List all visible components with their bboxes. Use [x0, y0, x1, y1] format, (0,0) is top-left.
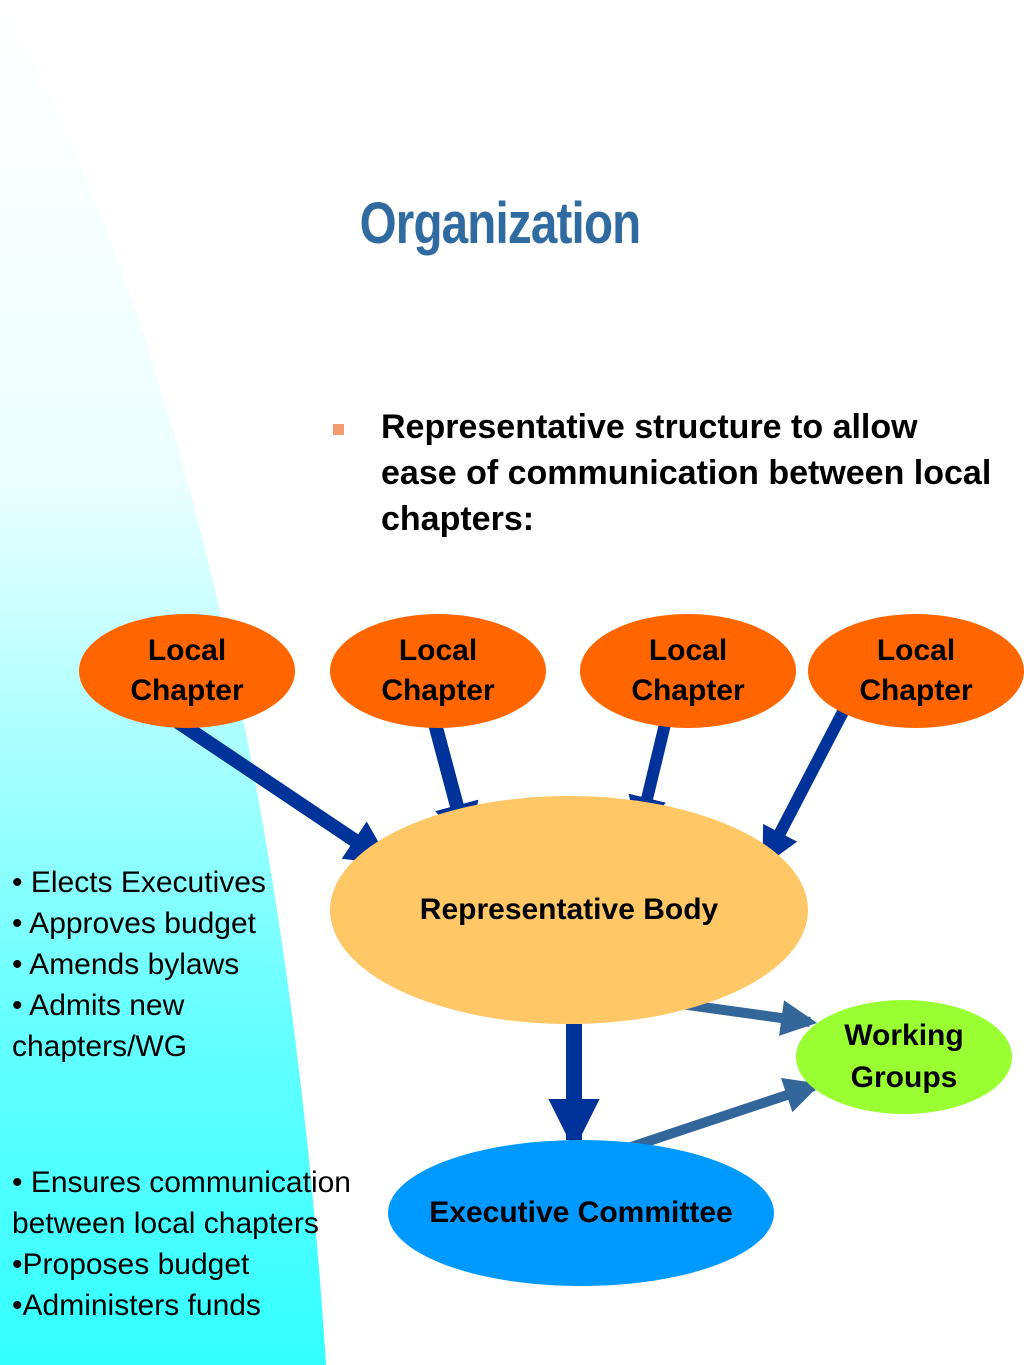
local-chapter-node: Local Chapter	[330, 614, 546, 728]
list-item: • Ensures communication between local ch…	[12, 1166, 351, 1240]
list-item: • Admits new chapters/WG	[12, 989, 188, 1063]
representative-duties-list: • Elects Executives • Approves budget • …	[12, 862, 312, 1067]
local-chapter-node: Local Chapter	[580, 614, 796, 728]
arrow-chapter1-to-rep	[174, 716, 392, 866]
list-item: • Approves budget	[12, 907, 257, 940]
working-groups-node: Working Groups	[796, 1000, 1012, 1114]
bullet-square-icon	[333, 424, 344, 435]
intro-text: Representative structure to allow ease o…	[381, 408, 992, 538]
arrow-chapter4-to-rep	[760, 703, 852, 867]
local-chapter-node: Local Chapter	[79, 614, 295, 728]
executive-committee-node: Executive Committee	[388, 1140, 774, 1286]
executive-duties-list: • Ensures communication between local ch…	[12, 1162, 412, 1326]
representative-body-node: Representative Body	[330, 796, 808, 1024]
page-title: Organization	[359, 191, 642, 256]
list-item: •Proposes budget	[12, 1248, 250, 1281]
list-item: •Administers funds	[12, 1289, 261, 1322]
list-item: • Amends bylaws	[12, 948, 240, 981]
list-item: • Elects Executives	[12, 866, 266, 899]
local-chapter-node: Local Chapter	[808, 614, 1024, 728]
